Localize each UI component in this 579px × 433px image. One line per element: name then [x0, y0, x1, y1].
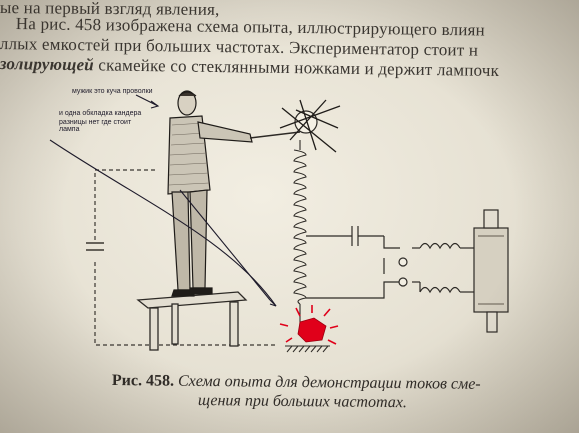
- capacitor-symbol: [86, 242, 104, 251]
- generator-box: [473, 209, 509, 333]
- figure-caption: Рис. 458. Схема опыта для демонстрации т…: [112, 372, 481, 394]
- ground-symbol: [285, 345, 330, 353]
- annotation-arrows: [49, 94, 277, 307]
- primary-circuit: [306, 226, 474, 299]
- figure-caption-line-2: щения при больших частотах.: [197, 392, 407, 412]
- annotation-note-2: и одна обкладка кандера: [59, 110, 141, 117]
- figure-caption-text: Схема опыта для демонстрации токов сме-: [177, 372, 481, 393]
- spark-gap-terminals: [398, 257, 408, 287]
- dashed-capacitor-line: [94, 169, 278, 346]
- tesla-coil: [293, 140, 307, 328]
- red-highlight-marker: [279, 305, 339, 345]
- metal-rod: [249, 131, 301, 139]
- annotation-note-4-text: лампа: [59, 126, 80, 133]
- experimenter-figure: [167, 90, 253, 297]
- annotation-note-2-text: и одна обкладка кандера: [59, 110, 142, 117]
- insulating-bench: [136, 291, 248, 351]
- annotation-note-3-text: разницы нет где стоит: [59, 119, 132, 126]
- glowing-lamp: [279, 99, 341, 153]
- figure-label: Рис. 458.: [111, 372, 175, 390]
- annotation-note-3: разницы нет где стоит лампа: [59, 119, 131, 133]
- annotation-note-1: мужик это куча проволки: [72, 88, 153, 95]
